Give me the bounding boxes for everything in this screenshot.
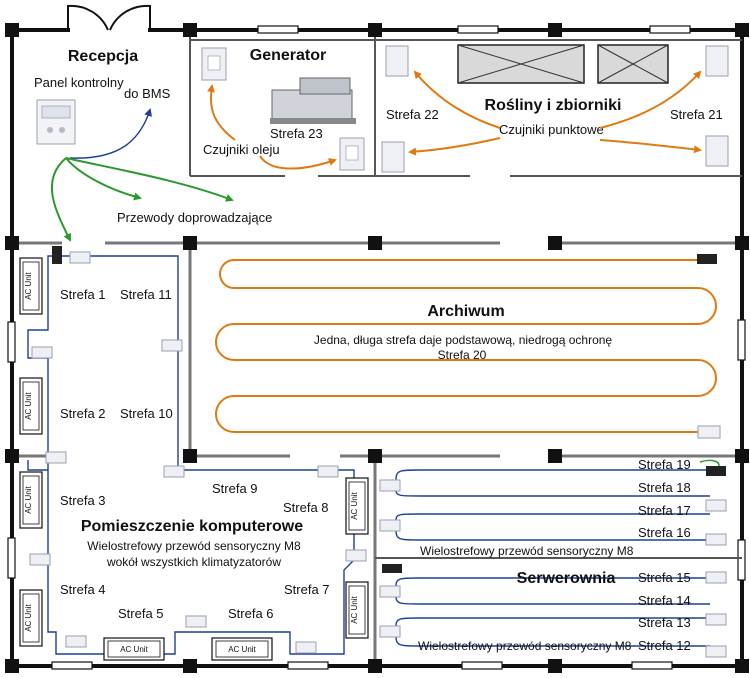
- sensor-node-1: [69, 251, 91, 264]
- archive-title: Archiwum: [427, 303, 504, 320]
- computer-room-cable-terminator: [52, 246, 62, 264]
- control-panel-device: [36, 99, 76, 145]
- ac-unit-6: AC Unit: [345, 581, 369, 639]
- server-room-sensors: [379, 466, 727, 658]
- sensor-node-9: [65, 635, 87, 648]
- zone-16-label: Strefa 16: [638, 525, 691, 540]
- zone-2-label: Strefa 2: [60, 406, 106, 421]
- zone-5-label: Strefa 5: [118, 606, 164, 621]
- archive-sensor-cable: [215, 259, 717, 433]
- ac-unit-3: AC Unit: [19, 471, 43, 529]
- oil-sensor-arrow-2: [259, 155, 337, 170]
- server-cable-label-1: Wielostrefowy przewód sensoryczny M8: [420, 544, 634, 558]
- computer-room-title: Pomieszczenie komputerowe: [81, 518, 303, 535]
- point-sensor-arrow-sw: [408, 137, 501, 156]
- zone-23-label: Strefa 23: [270, 126, 323, 141]
- plants-title: Rośliny i zbiorniki: [485, 97, 622, 114]
- outer-walls: [10, 28, 744, 668]
- archive-cable-terminator: [697, 254, 717, 264]
- windows: [7, 25, 746, 670]
- zone-13-label: Strefa 13: [638, 615, 691, 630]
- sensor-node-11: [295, 641, 317, 654]
- oil-sensor-arrow-1: [207, 84, 236, 141]
- point-sensor-arrow-nw: [413, 70, 501, 129]
- archive-description: Jedna, długa strefa daje podstawową, nie…: [314, 333, 613, 347]
- sensor-node-4: [45, 451, 67, 464]
- bms-link-arrow: [69, 108, 152, 159]
- generator-title: Generator: [250, 47, 326, 64]
- feed-wire-arrow-1: [50, 157, 71, 242]
- sensor-node-2: [31, 346, 53, 359]
- zone-11-label: Strefa 11: [120, 287, 172, 302]
- point-sensor-arrow-ne: [599, 70, 702, 129]
- control-panel-label: Panel kontrolny: [34, 75, 124, 90]
- server-room-cables: [395, 459, 720, 647]
- ac-unit-5: AC Unit: [345, 477, 369, 535]
- computer-room-desc-2: wokół wszystkich klimatyzatorów: [106, 555, 281, 569]
- ac-unit-3-label: AC Unit: [24, 485, 33, 513]
- plant-sensor-nw: [385, 45, 409, 77]
- tank-1: [457, 44, 585, 84]
- oil-sensors-label: Czujniki oleju: [203, 142, 280, 157]
- sensor-node-7: [29, 553, 51, 566]
- zone-8-label: Strefa 8: [283, 500, 329, 515]
- feed-wire-arrow-3: [65, 157, 234, 202]
- feed-wires-label: Przewody doprowadzające: [117, 210, 272, 225]
- zone-15-label: Strefa 15: [638, 570, 691, 585]
- zone-4-label: Strefa 4: [60, 582, 106, 597]
- zone-1-label: Strefa 1: [60, 287, 106, 302]
- zone-19-label: Strefa 19: [638, 457, 691, 472]
- sensor-node-5: [163, 465, 185, 478]
- zone-12-label: Strefa 12: [638, 638, 691, 653]
- computer-room-desc-1: Wielostrefowy przewód sensoryczny M8: [87, 539, 301, 553]
- zone-9-label: Strefa 9: [212, 481, 258, 496]
- ac-unit-6-label: AC Unit: [350, 595, 359, 623]
- zone-18-label: Strefa 18: [638, 480, 691, 495]
- ac-unit-8: AC Unit: [211, 637, 273, 661]
- computer-room-sensors: [29, 251, 367, 654]
- zone-6-label: Strefa 6: [228, 606, 274, 621]
- tank-2: [597, 44, 669, 84]
- point-sensors-label: Czujniki punktowe: [499, 122, 604, 137]
- zone-21-label: Strefa 21: [670, 107, 723, 122]
- server-cable-label-2: Wielostrefowy przewód sensoryczny M8: [418, 639, 632, 653]
- zone-7-label: Strefa 7: [284, 582, 330, 597]
- ac-unit-2-label: AC Unit: [24, 391, 33, 419]
- interior-walls: [12, 30, 742, 666]
- archive-cable-end-sensor: [697, 425, 721, 439]
- feed-wire-arrow-2: [65, 157, 142, 201]
- generator-sensor-2: [339, 137, 365, 171]
- zone-22-label: Strefa 22: [386, 107, 439, 122]
- sensor-node-8: [345, 549, 367, 562]
- sensor-node-10: [185, 615, 207, 628]
- generator-machine: [270, 77, 356, 124]
- server-room-title: Serwerownia: [517, 570, 616, 587]
- sensor-node-3: [161, 339, 183, 352]
- ac-unit-2: AC Unit: [19, 377, 43, 435]
- zone-10-label: Strefa 10: [120, 406, 173, 421]
- entrance-door: [67, 4, 151, 31]
- zone-3-label: Strefa 3: [60, 493, 106, 508]
- generator-sensor-1: [201, 47, 227, 81]
- zone-20-label: Strefa 20: [438, 348, 487, 362]
- to-bms-label: do BMS: [124, 86, 171, 101]
- plant-sensor-se: [705, 135, 729, 167]
- ac-unit-4-label: AC Unit: [24, 603, 33, 631]
- zone-14-label: Strefa 14: [638, 593, 691, 608]
- plant-sensor-sw: [381, 141, 405, 173]
- structural-columns: [5, 23, 749, 673]
- zone-17-label: Strefa 17: [638, 503, 691, 518]
- ac-unit-7: AC Unit: [103, 637, 165, 661]
- ac-unit-7-label: AC Unit: [120, 645, 148, 654]
- ac-unit-5-label: AC Unit: [350, 491, 359, 519]
- point-sensor-arrow-se: [599, 139, 702, 154]
- sensor-node-6: [317, 465, 339, 478]
- ac-unit-4: AC Unit: [19, 589, 43, 647]
- ac-unit-8-label: AC Unit: [228, 645, 256, 654]
- reception-title: Recepcja: [68, 48, 138, 65]
- ac-unit-1-label: AC Unit: [24, 271, 33, 299]
- plant-sensor-ne: [705, 45, 729, 77]
- ac-unit-1: AC Unit: [19, 257, 43, 315]
